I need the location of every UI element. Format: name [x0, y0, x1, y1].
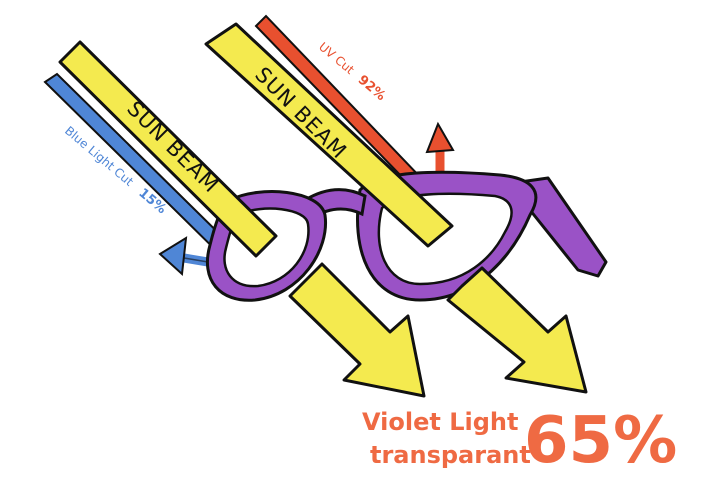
transmitted-arrow-right [446, 266, 588, 394]
uv-cut-label: UV Cut [316, 40, 357, 78]
violet-light-caption: Violet Light transparant 65% [362, 404, 677, 478]
violet-light-line2: transparant [370, 441, 531, 469]
violet-light-line1: Violet Light [362, 408, 518, 436]
transmitted-arrow-left [288, 262, 426, 398]
sun-beam-right-label: SUN BEAM [250, 62, 351, 163]
uv-cut-percent: 92% [355, 73, 388, 104]
violet-light-percent: 65% [524, 404, 677, 478]
sun-beam-left-label: SUN BEAM [122, 96, 223, 197]
